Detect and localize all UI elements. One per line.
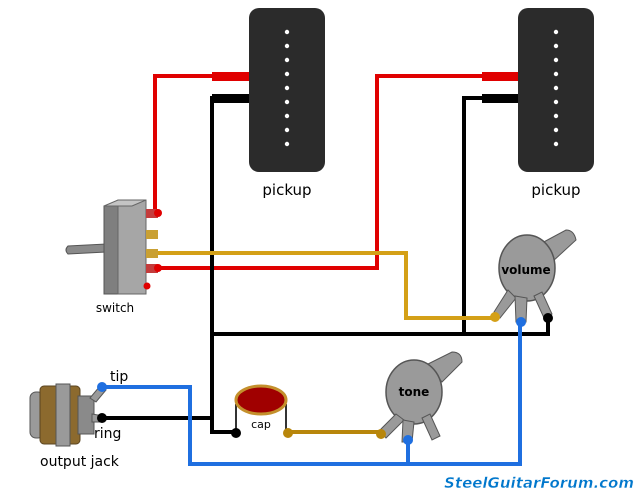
tone-lug-1 — [379, 413, 405, 439]
watermark: SteelGuitarForum.com — [444, 474, 634, 492]
tone-solder-out — [403, 435, 413, 445]
output-wire-tip — [102, 322, 522, 466]
ground-bus — [212, 318, 550, 336]
output-jack — [29, 382, 107, 447]
switch-solder-1 — [154, 209, 162, 217]
capacitor-body — [234, 384, 288, 416]
switch-label: switch — [96, 301, 134, 315]
volume-solder-in — [490, 312, 500, 322]
toggle-switch — [65, 199, 162, 295]
volume-lug-3 — [533, 291, 553, 319]
ground-wire-right-pickup — [462, 96, 508, 334]
switch-body-front — [103, 205, 119, 295]
tone-solder-cap — [376, 429, 386, 439]
signal-wire-switch-volume — [155, 251, 494, 320]
switch-body-side — [117, 199, 147, 295]
switch-lever — [65, 243, 107, 255]
hot-wire-left-pickup — [153, 74, 238, 213]
tone-lug-3 — [421, 413, 441, 441]
switch-lug-4 — [146, 264, 158, 273]
switch-lug-1 — [146, 209, 158, 218]
pickup-left — [212, 8, 325, 172]
pickup-left-label: pickup — [262, 181, 311, 199]
switch-lug-3 — [146, 249, 158, 258]
volume-solder-out — [516, 317, 526, 327]
switch-solder-2 — [154, 264, 162, 272]
tone-label: tone — [399, 385, 430, 399]
tone-pot — [376, 351, 463, 445]
output-jack-label: output jack — [40, 454, 120, 470]
capacitor-leads — [235, 404, 287, 432]
pickup-left-lead-red — [212, 72, 252, 81]
jack-nut — [55, 383, 71, 447]
tip-label: tip — [110, 369, 128, 385]
volume-lug-1 — [493, 289, 517, 319]
switch-body-top — [103, 199, 147, 207]
jack-solder-tip — [97, 382, 107, 392]
pickup-left-pole-pieces — [284, 29, 290, 147]
capacitor — [231, 384, 293, 438]
pickup-right-lead-red — [482, 72, 522, 81]
pickup-right-lead-black — [482, 94, 522, 103]
cap-label: cap — [251, 418, 271, 431]
switch-solder-3 — [143, 282, 151, 290]
pickup-right — [482, 8, 594, 172]
capacitor-solder-tone — [283, 428, 293, 438]
pickup-left-lead-black — [212, 94, 252, 103]
pickup-right-label: pickup — [531, 181, 580, 199]
ground-wire-left-pickup — [210, 96, 238, 434]
ring-label: ring — [94, 426, 121, 442]
capacitor-solder-ground — [231, 428, 241, 438]
volume-solder-ground — [543, 313, 553, 323]
volume-label: volume — [501, 263, 550, 277]
pickup-right-pole-pieces — [553, 29, 559, 147]
jack-solder-ring — [97, 413, 107, 423]
switch-lug-2 — [146, 230, 158, 239]
volume-pot — [490, 229, 577, 327]
hot-wire-right-pickup — [155, 74, 508, 270]
